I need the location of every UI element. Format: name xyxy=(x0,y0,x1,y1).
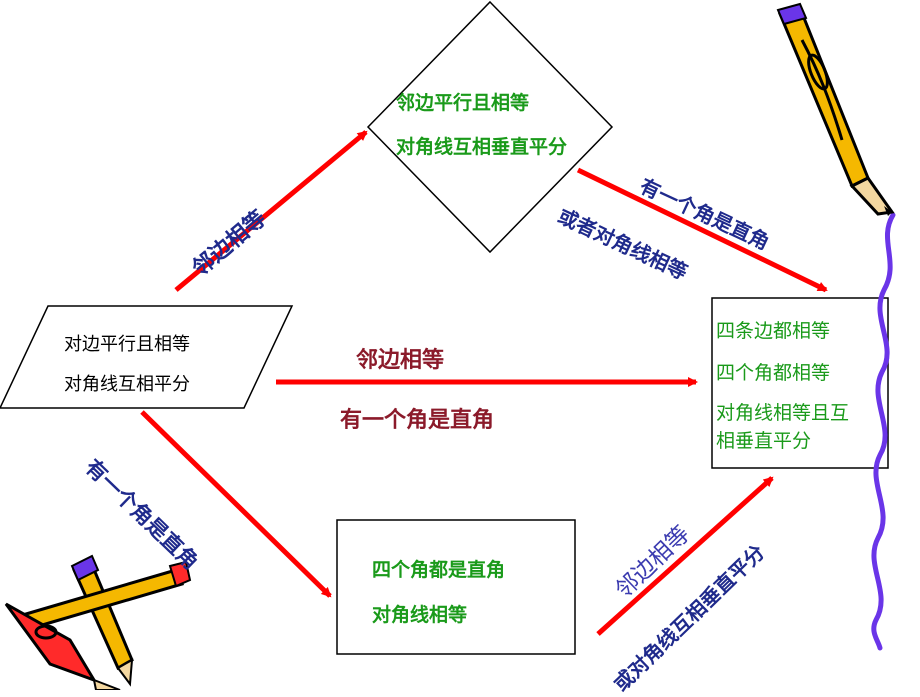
arrow-para-to-rect xyxy=(140,410,332,598)
rhombus-shape xyxy=(366,0,614,254)
label-para-to-square-2: 有一个角是直角 xyxy=(340,408,495,433)
parallelogram-line2: 对角线互相平分 xyxy=(64,374,190,395)
arrow-rect-to-square xyxy=(596,476,774,636)
wavy-line-decoration xyxy=(871,212,896,651)
rectangle-shape xyxy=(336,519,576,655)
crossed-pencils-icon xyxy=(4,554,192,690)
rectangle-line2: 对角线相等 xyxy=(372,604,468,626)
arrow-rhombus-to-square xyxy=(576,167,828,293)
square-shape xyxy=(711,297,889,469)
square-line3a: 对角线相等且互 xyxy=(716,402,850,424)
pencil-icon xyxy=(776,2,895,216)
label-para-to-square-1: 邻边相等 xyxy=(356,348,445,373)
square-line3b: 相垂直平分 xyxy=(716,430,812,452)
rhombus-line1: 邻边平行且相等 xyxy=(396,92,530,114)
square-line2: 四个角都相等 xyxy=(716,362,831,384)
rectangle-line1: 四个角都是直角 xyxy=(372,559,506,581)
parallelogram-shape xyxy=(0,305,294,409)
rhombus-line2: 对角线互相垂直平分 xyxy=(396,136,568,158)
square-line1: 四条边都相等 xyxy=(716,320,831,342)
parallelogram-line1: 对边平行且相等 xyxy=(64,334,190,355)
arrow-para-to-rhombus xyxy=(174,130,368,292)
